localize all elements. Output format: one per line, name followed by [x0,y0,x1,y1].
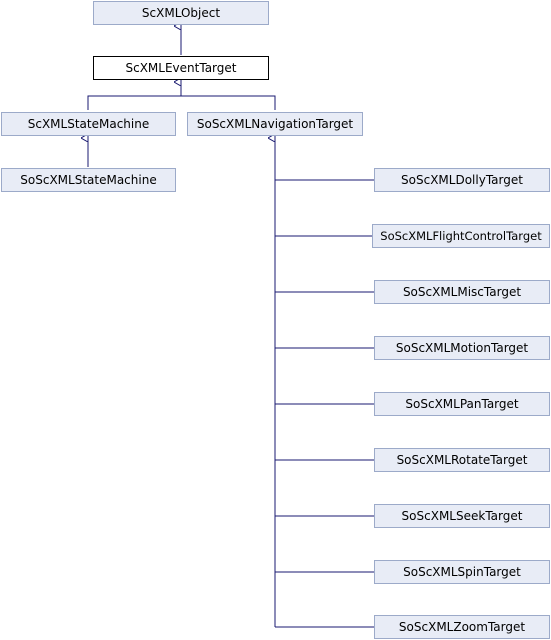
edge-state-machine-to-event-target [87,95,181,110]
node-soscxml-flight-control-target[interactable]: SoScXMLFlightControlTarget [372,224,550,248]
node-soscxml-navigation-target[interactable]: SoScXMLNavigationTarget [187,112,363,136]
node-soscxml-rotate-target[interactable]: SoScXMLRotateTarget [374,448,550,472]
node-scxml-object[interactable]: ScXMLObject [93,1,269,25]
node-scxml-state-machine[interactable]: ScXMLStateMachine [1,112,176,136]
node-scxml-event-target[interactable]: ScXMLEventTarget [93,56,269,80]
node-soscxml-pan-target[interactable]: SoScXMLPanTarget [374,392,550,416]
node-soscxml-motion-target[interactable]: SoScXMLMotionTarget [374,336,550,360]
node-soscxml-seek-target[interactable]: SoScXMLSeekTarget [374,504,550,528]
node-soscxml-zoom-target[interactable]: SoScXMLZoomTarget [374,615,550,639]
node-soscxml-misc-target[interactable]: SoScXMLMiscTarget [374,280,550,304]
node-soscxml-state-machine[interactable]: SoScXMLStateMachine [1,168,176,192]
node-soscxml-spin-target[interactable]: SoScXMLSpinTarget [374,560,550,584]
edge-navigation-target-to-event-target [181,95,276,110]
node-soscxml-dolly-target[interactable]: SoScXMLDollyTarget [374,168,550,192]
